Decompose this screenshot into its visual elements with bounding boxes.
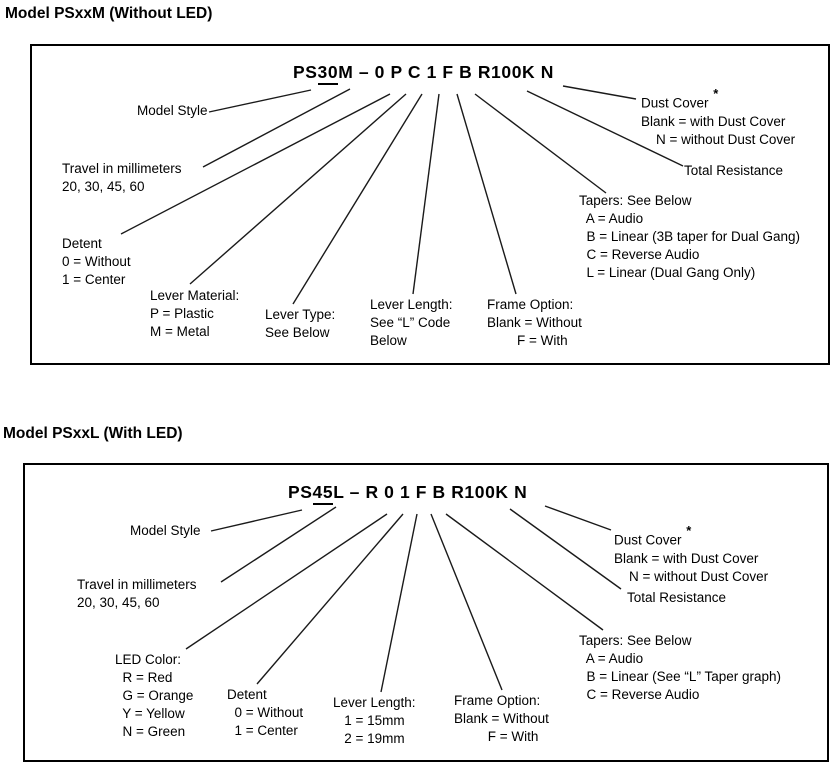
connector-travel-1 <box>202 88 351 168</box>
label-travel-1: Travel in millimeters 20, 30, 45, 60 <box>62 161 182 194</box>
connector-total-resistance-1 <box>526 90 684 167</box>
label-lever-type-1: Lever Type: See Below <box>265 307 336 340</box>
dust-cover-title-1: Dust Cover <box>641 95 713 111</box>
label-model-style-1: Model Style <box>137 103 208 118</box>
label-dust-cover-1: Dust Cover * Blank = with Dust Cover N =… <box>641 86 796 149</box>
connector-tapers-1 <box>474 93 607 194</box>
connector-detent-2 <box>256 513 404 685</box>
connector-frame-option-2 <box>430 513 503 691</box>
label-led-color-2: LED Color: R = Red G = Orange Y = Yellow… <box>115 652 194 739</box>
label-total-resistance-2: Total Resistance <box>627 590 727 605</box>
part-number-psxxm: PS30M – 0 P C 1 F B R100K N <box>293 62 554 85</box>
part-number-prefix: PS <box>293 62 318 82</box>
label-model-style-2: Model Style <box>130 523 201 538</box>
connector-frame-option-1 <box>456 93 517 295</box>
label-lever-material-1: Lever Material: P = Plastic M = Metal <box>150 288 240 339</box>
part-number-suffix: M – 0 P C 1 F B R100K N <box>338 62 554 82</box>
dust-cover-title-2: Dust Cover <box>614 532 686 548</box>
label-dust-cover-2: Dust Cover * Blank = with Dust Cover N =… <box>614 523 769 586</box>
part-number-travel-code: 30 <box>317 62 339 85</box>
connector-model-style-1 <box>208 89 312 113</box>
connector-lever-type-1 <box>292 93 423 305</box>
connector-total-resistance-2 <box>509 508 622 590</box>
label-tapers-1: Tapers: See Below A = Audio B = Linear (… <box>579 193 800 280</box>
connector-travel-2 <box>220 506 337 583</box>
asterisk-note-marker-1: * <box>713 86 719 101</box>
part-number-suffix: L – R 0 1 F B R100K N <box>333 482 528 502</box>
label-lever-length-2: Lever Length: 1 = 15mm 2 = 19mm <box>333 695 416 746</box>
section-title-psxxl: Model PSxxL (With LED) <box>3 425 183 442</box>
connector-lever-material-1 <box>189 93 407 285</box>
label-total-resistance-1: Total Resistance <box>684 163 784 178</box>
dust-cover-options-1: Blank = with Dust Cover N = without Dust… <box>641 113 796 147</box>
label-travel-2: Travel in millimeters 20, 30, 45, 60 <box>77 577 197 610</box>
label-lever-length-1: Lever Length: See “L” Code Below <box>370 297 453 348</box>
connector-lever-length-1 <box>412 93 440 295</box>
label-frame-option-1: Frame Option: Blank = Without F = With <box>487 297 582 348</box>
connector-model-style-2 <box>210 509 303 532</box>
diagram-box-psxxm <box>30 44 830 365</box>
connector-dust-cover-2 <box>544 505 612 531</box>
label-tapers-2: Tapers: See Below A = Audio B = Linear (… <box>579 633 781 702</box>
connector-detent-1 <box>120 93 391 235</box>
label-detent-1: Detent 0 = Without 1 = Center <box>62 236 131 287</box>
connector-led-color-2 <box>185 513 388 650</box>
connector-dust-cover-1 <box>562 85 637 100</box>
section-title-psxxm: Model PSxxM (Without LED) <box>5 5 213 22</box>
label-frame-option-2: Frame Option: Blank = Without F = With <box>454 693 549 744</box>
part-number-psxxl: PS45L – R 0 1 F B R100K N <box>288 482 528 505</box>
connector-lever-length-2 <box>380 513 418 693</box>
part-number-travel-code: 45 <box>312 482 334 505</box>
dust-cover-options-2: Blank = with Dust Cover N = without Dust… <box>614 550 769 584</box>
diagram-box-psxxl <box>23 463 829 762</box>
label-detent-2: Detent 0 = Without 1 = Center <box>227 687 304 738</box>
asterisk-note-marker-2: * <box>686 523 692 538</box>
part-number-prefix: PS <box>288 482 313 502</box>
connector-tapers-2 <box>445 513 604 631</box>
